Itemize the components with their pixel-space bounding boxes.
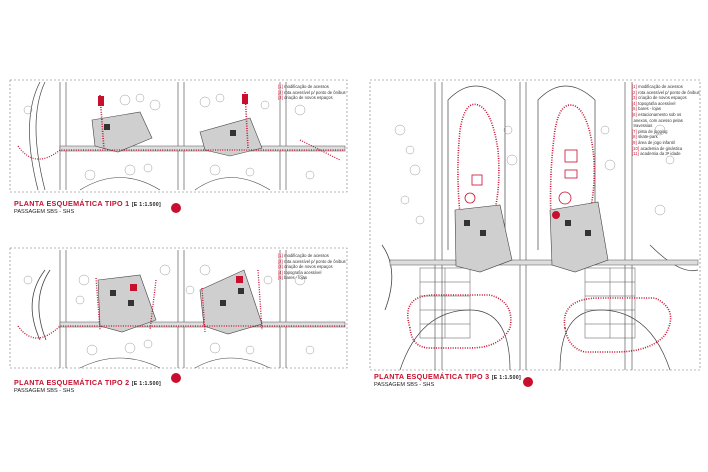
plan-tipo-3-drawing <box>369 79 701 387</box>
legend-item: [9]área de jogo infantil <box>632 139 675 145</box>
plan-1-subtitle: PASSAGEM SBS - SHS <box>14 209 75 215</box>
plan-3-scale: [E 1:1.500] <box>491 375 522 381</box>
legend-item: [1]modificação de acessos <box>632 84 683 89</box>
plan-tipo-2: PLANTA ESQUEMÁTICA TIPO 2 [E 1:1.500] PA… <box>0 240 350 400</box>
plan-2-title-text: PLANTA ESQUEMÁTICA TIPO 2 <box>14 378 130 387</box>
legend-item: [4]topografia acessível <box>632 100 676 106</box>
plan-3-title: PLANTA ESQUEMÁTICA TIPO 3 [E 1:1.500] <box>374 372 521 381</box>
plan-tipo-2-drawing <box>9 247 348 383</box>
plan-1-title: PLANTA ESQUEMÁTICA TIPO 1 [E 1:1.500] <box>14 199 161 208</box>
plan-1-scale: [E 1:1.500] <box>131 202 162 208</box>
legend-item: [3]criação de novos espaços <box>632 95 687 101</box>
legend-item: [7]pista de jogging <box>632 128 668 134</box>
north-arrow-icon <box>171 203 181 213</box>
legend-item: [5]bares - lojas <box>632 106 661 112</box>
legend-item: anexos, com acesso pelas <box>633 117 683 123</box>
plan-tipo-1: PLANTA ESQUEMÁTICA TIPO 1 [E 1:1.500] PA… <box>0 0 350 220</box>
legend-item: [2]rota acessível p/ ponto de ônibus <box>278 258 346 264</box>
plan-1-title-text: PLANTA ESQUEMÁTICA TIPO 1 <box>14 199 130 208</box>
plan-2-legend: [1]modificação de acessos [2]rota acessí… <box>278 253 346 281</box>
legend-item: travessias <box>633 123 653 129</box>
plan-2-subtitle: PASSAGEM SBS - SHS <box>14 388 75 394</box>
plan-1-legend: [1]modificação de acessos [2]rota acessí… <box>278 84 346 101</box>
legend-item: [1]modificação de acessos <box>278 84 329 89</box>
legend-item: [4]topografia acessível <box>278 269 322 275</box>
north-arrow-icon <box>523 377 533 387</box>
plan-3-subtitle: PASSAGEM SBS - SHS <box>374 382 435 388</box>
plan-tipo-1-drawing <box>9 79 348 213</box>
plan-tipo-3: PLANTA ESQUEMÁTICA TIPO 3 [E 1:1.500] PA… <box>360 70 705 400</box>
plan-3-title-text: PLANTA ESQUEMÁTICA TIPO 3 <box>374 372 490 381</box>
legend-item: [1]modificação de acessos <box>278 253 329 258</box>
legend-item: [2]rota acessível p/ ponto de ônibus <box>632 89 700 95</box>
plan-3-legend: [1]modificação de acessos [2]rota acessí… <box>632 84 700 157</box>
legend-item: [8]skate-park <box>632 134 658 140</box>
plan-2-scale: [E 1:1.500] <box>131 381 162 387</box>
legend-item: [5]bares - lojas <box>278 275 307 281</box>
north-arrow-icon <box>171 373 181 383</box>
legend-item: [10]academia de ginástica <box>632 145 683 151</box>
legend-item: [11]academia da 3ª idade <box>632 151 681 157</box>
legend-item: [6]estacionamento sob os <box>632 111 682 117</box>
plan-2-title: PLANTA ESQUEMÁTICA TIPO 2 [E 1:1.500] <box>14 378 161 387</box>
legend-item: [3]criação de novos espaços <box>278 95 333 101</box>
legend-item: [3]criação de novos espaços <box>278 264 333 270</box>
legend-item: [2]rota acessível p/ ponto de ônibus <box>278 89 346 95</box>
